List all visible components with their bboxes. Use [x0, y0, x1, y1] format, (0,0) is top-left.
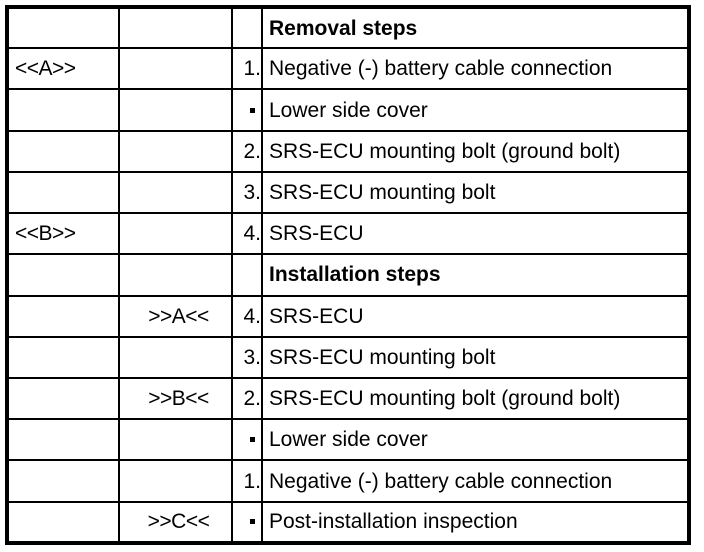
table-row: >>B<<2.SRS-ECU mounting bolt (ground bol… — [6, 376, 690, 421]
cell-step-description: SRS-ECU — [261, 294, 690, 338]
cell-step-description: SRS-ECU mounting bolt (ground bolt) — [261, 129, 690, 173]
bullet-dot-icon — [250, 107, 255, 113]
cell-removal-mark — [6, 500, 120, 545]
cell-removal-mark — [6, 5, 120, 50]
cell-step-number: 1. — [231, 459, 263, 503]
cell-step-number: 2. — [231, 376, 263, 421]
cell-removal-mark — [6, 170, 120, 215]
cell-removal-mark: <<B>> — [6, 212, 120, 256]
table-row: 3.SRS-ECU mounting bolt — [6, 170, 690, 215]
table-row: >>C<< Post-installation inspection — [6, 500, 690, 545]
table-row: <<B>> 4.SRS-ECU — [6, 212, 690, 256]
cell-installation-mark — [118, 88, 233, 132]
cell-removal-mark — [6, 335, 120, 379]
cell-installation-mark — [118, 212, 233, 256]
cell-installation-mark — [118, 170, 233, 215]
procedure-table-container: Removal steps<<A>>1.Negative (-) battery… — [5, 5, 691, 545]
cell-step-description: SRS-ECU mounting bolt — [261, 170, 690, 215]
cell-removal-mark — [6, 294, 120, 338]
cell-step-number: 4. — [231, 212, 263, 256]
cell-installation-mark: >>A<< — [118, 294, 233, 338]
cell-step-description: Negative (-) battery cable connection — [261, 47, 690, 91]
table-body: Removal steps<<A>>1.Negative (-) battery… — [6, 5, 690, 545]
cell-installation-mark — [118, 335, 233, 379]
cell-installation-mark — [118, 47, 233, 91]
cell-step-number: 3. — [231, 170, 263, 215]
cell-removal-mark — [6, 253, 120, 297]
section-heading: Removal steps — [261, 5, 690, 50]
cell-removal-mark — [6, 88, 120, 132]
table-row: 1.Negative (-) battery cable connection — [6, 459, 690, 503]
cell-step-description: Lower side cover — [261, 88, 690, 132]
table-row: Installation steps — [6, 253, 690, 297]
cell-installation-mark — [118, 459, 233, 503]
removal-installation-steps-table: Removal steps<<A>>1.Negative (-) battery… — [5, 5, 691, 545]
table-row: 2.SRS-ECU mounting bolt (ground bolt) — [6, 129, 690, 173]
cell-removal-mark — [6, 418, 120, 462]
table-row: Lower side cover — [6, 418, 690, 462]
table-row: <<A>> 1.Negative (-) battery cable connec… — [6, 47, 690, 91]
cell-step-description: Lower side cover — [261, 418, 690, 462]
bullet-dot-icon — [250, 519, 255, 525]
cell-installation-mark — [118, 129, 233, 173]
cell-step-description: SRS-ECU mounting bolt — [261, 335, 690, 379]
bullet-icon — [231, 500, 263, 545]
cell-removal-mark — [6, 376, 120, 421]
cell-installation-mark: >>C<< — [118, 500, 233, 545]
cell-removal-mark: <<A>> — [6, 47, 120, 91]
cell-step-description: SRS-ECU mounting bolt (ground bolt) — [261, 376, 690, 421]
cell-step-number — [231, 253, 263, 297]
table-row: Removal steps — [6, 5, 690, 50]
bullet-icon — [231, 88, 263, 132]
bullet-icon — [231, 418, 263, 462]
cell-removal-mark — [6, 129, 120, 173]
cell-installation-mark: >>B<< — [118, 376, 233, 421]
table-row: Lower side cover — [6, 88, 690, 132]
cell-step-number: 4. — [231, 294, 263, 338]
cell-step-description: SRS-ECU — [261, 212, 690, 256]
cell-installation-mark — [118, 5, 233, 50]
cell-installation-mark — [118, 418, 233, 462]
table-row: 3.SRS-ECU mounting bolt — [6, 335, 690, 379]
cell-step-number: 3. — [231, 335, 263, 379]
cell-installation-mark — [118, 253, 233, 297]
cell-step-number: 2. — [231, 129, 263, 173]
cell-step-number: 1. — [231, 47, 263, 91]
cell-step-description: Post-installation inspection — [261, 500, 690, 545]
section-heading: Installation steps — [261, 253, 690, 297]
table-row: >>A<<4.SRS-ECU — [6, 294, 690, 338]
cell-step-number — [231, 5, 263, 50]
cell-removal-mark — [6, 459, 120, 503]
bullet-dot-icon — [250, 437, 255, 443]
cell-step-description: Negative (-) battery cable connection — [261, 459, 690, 503]
